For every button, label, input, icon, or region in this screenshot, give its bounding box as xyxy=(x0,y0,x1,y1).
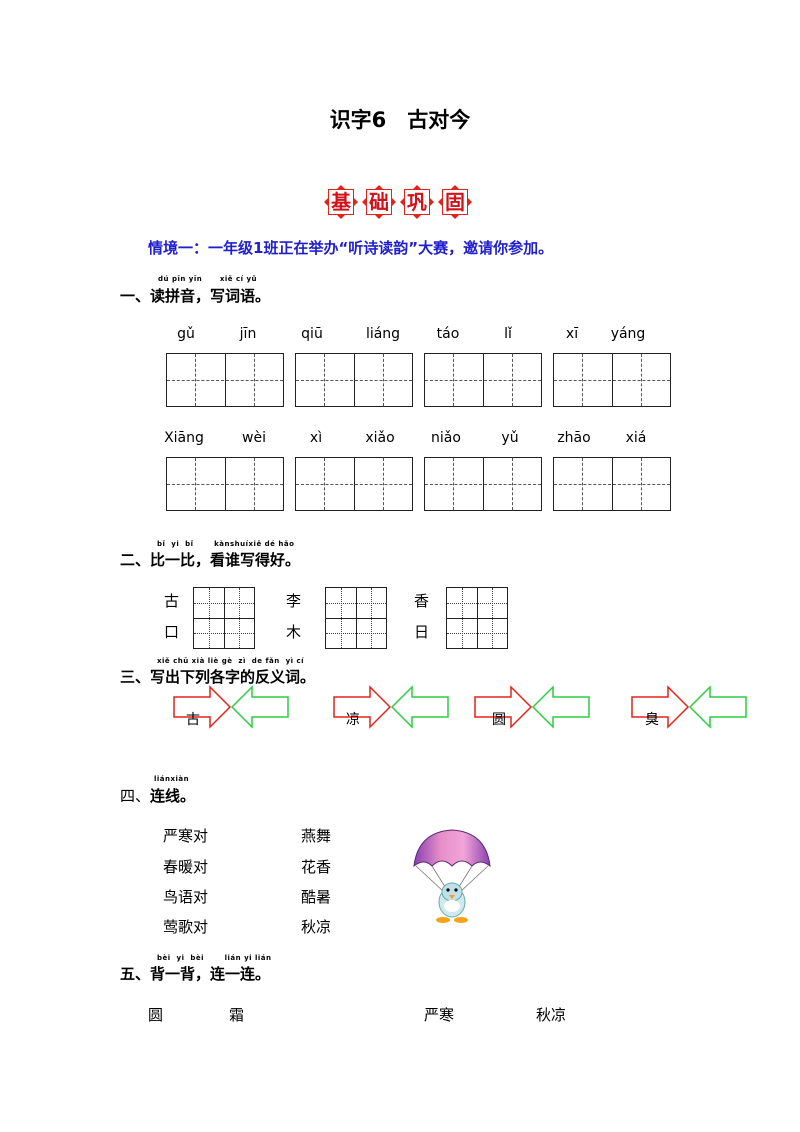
banner-stamp: 基 xyxy=(324,185,358,219)
pinyin: jīn xyxy=(239,326,257,342)
section-number: 三、 xyxy=(120,668,151,686)
banner-stamp: 础 xyxy=(362,185,396,219)
antonym-source-char: 圆 xyxy=(492,712,506,728)
match-item[interactable]: 霜 xyxy=(229,1006,245,1024)
banner-char: 巩 xyxy=(407,190,427,214)
antonym-source-char: 古 xyxy=(186,712,200,728)
left-arrow-icon xyxy=(531,685,590,729)
match-item[interactable]: 严寒 xyxy=(424,1006,455,1024)
right-arrow-icon xyxy=(173,685,232,729)
writing-grid[interactable] xyxy=(295,457,413,511)
section-1-heading: 一、读拼音，写词语。 xyxy=(120,285,270,306)
pinyin: gǔ xyxy=(177,326,195,342)
section-title: 比一比，看谁写得好。 xyxy=(150,551,301,569)
writing-grid[interactable] xyxy=(166,457,284,511)
ruby-line: bǐ yi bǐ kànshuíxiě dé hǎo xyxy=(157,540,295,548)
match-left-item[interactable]: 春暖对 xyxy=(163,858,209,876)
left-arrow-icon xyxy=(230,685,289,729)
writing-grid[interactable] xyxy=(446,587,508,649)
pinyin: Xiāng xyxy=(164,430,204,446)
right-arrow-icon xyxy=(474,685,533,729)
pinyin: xiá xyxy=(625,430,647,446)
match-right-item[interactable]: 花香 xyxy=(301,858,332,876)
section-title: 背一背，连一连。 xyxy=(150,965,271,983)
match-left-item[interactable]: 鸟语对 xyxy=(163,888,209,906)
section-number: 一、 xyxy=(120,287,151,305)
arrow-pair xyxy=(333,685,449,729)
char: 香 xyxy=(414,592,430,610)
pinyin: liáng xyxy=(365,326,401,342)
match-item[interactable]: 圆 xyxy=(148,1006,164,1024)
match-right-item[interactable]: 酷暑 xyxy=(301,888,332,906)
banner-char: 基 xyxy=(331,190,351,214)
pinyin: xī xyxy=(565,326,579,342)
pinyin: yáng xyxy=(610,326,646,342)
match-item[interactable]: 秋凉 xyxy=(536,1006,567,1024)
ruby-line: xiě chū xià liè gè zì de fǎn yì cí xyxy=(157,657,305,665)
arrow-pair xyxy=(631,685,747,729)
pinyin: lǐ xyxy=(504,326,512,342)
pinyin: niǎo xyxy=(431,430,461,446)
char: 古 xyxy=(164,592,180,610)
section-title: 读拼音，写词语。 xyxy=(150,287,271,305)
arrow-pair xyxy=(474,685,590,729)
pinyin: yǔ xyxy=(501,430,519,446)
writing-grid[interactable] xyxy=(325,587,387,649)
writing-grid[interactable] xyxy=(424,353,542,407)
writing-grid[interactable] xyxy=(193,587,255,649)
scenario-text: 情境一：一年级1班正在举办“听诗读韵”大赛，邀请你参加。 xyxy=(148,239,554,257)
pinyin: zhāo xyxy=(557,430,591,446)
ruby-line: dú pīn yīn xiě cí yǔ xyxy=(158,275,258,283)
antonym-source-char: 凉 xyxy=(346,712,360,728)
banner-stamp: 巩 xyxy=(400,185,434,219)
char: 口 xyxy=(164,623,180,641)
writing-grid[interactable] xyxy=(166,353,284,407)
section-3-heading: 三、写出下列各字的反义词。 xyxy=(120,666,315,687)
writing-grid[interactable] xyxy=(424,457,542,511)
char: 李 xyxy=(286,592,302,610)
section-5-heading: 五、背一背，连一连。 xyxy=(120,963,270,984)
section-number: 二、 xyxy=(120,551,151,569)
match-right-item[interactable]: 燕舞 xyxy=(301,827,332,845)
left-arrow-icon xyxy=(688,685,747,729)
antonym-source-char: 臭 xyxy=(645,712,659,728)
banner-char: 固 xyxy=(445,190,465,214)
writing-grid[interactable] xyxy=(553,353,671,407)
section-title: 连线。 xyxy=(150,787,196,805)
pinyin: táo xyxy=(436,326,460,342)
parachute-penguin-illustration xyxy=(413,829,491,923)
right-arrow-icon xyxy=(631,685,690,729)
banner-stamp: 固 xyxy=(438,185,472,219)
page-title: 识字6 古对今 xyxy=(329,108,471,132)
ruby-line: liánxiàn xyxy=(154,775,190,783)
char: 木 xyxy=(286,623,302,641)
writing-grid[interactable] xyxy=(295,353,413,407)
char: 日 xyxy=(414,623,430,641)
banner-char: 础 xyxy=(369,190,389,214)
banner: 基 础 巩 固 xyxy=(324,185,475,222)
section-number: 四、 xyxy=(120,787,151,805)
section-4-heading: 四、连线。 xyxy=(120,785,195,806)
pinyin: xiǎo xyxy=(365,430,395,446)
left-arrow-icon xyxy=(390,685,449,729)
match-left-item[interactable]: 严寒对 xyxy=(163,827,209,845)
arrow-pair xyxy=(173,685,289,729)
section-number: 五、 xyxy=(120,965,151,983)
pinyin: xì xyxy=(309,430,323,446)
writing-grid[interactable] xyxy=(553,457,671,511)
ruby-line: bèi yi bèi lián yi lián xyxy=(157,954,272,962)
right-arrow-icon xyxy=(333,685,392,729)
match-left-item[interactable]: 莺歌对 xyxy=(163,918,209,936)
section-title: 写出下列各字的反义词。 xyxy=(150,668,316,686)
pinyin: wèi xyxy=(242,430,266,446)
pinyin: qiū xyxy=(301,326,323,342)
match-right-item[interactable]: 秋凉 xyxy=(301,918,332,936)
section-2-heading: 二、比一比，看谁写得好。 xyxy=(120,549,300,570)
